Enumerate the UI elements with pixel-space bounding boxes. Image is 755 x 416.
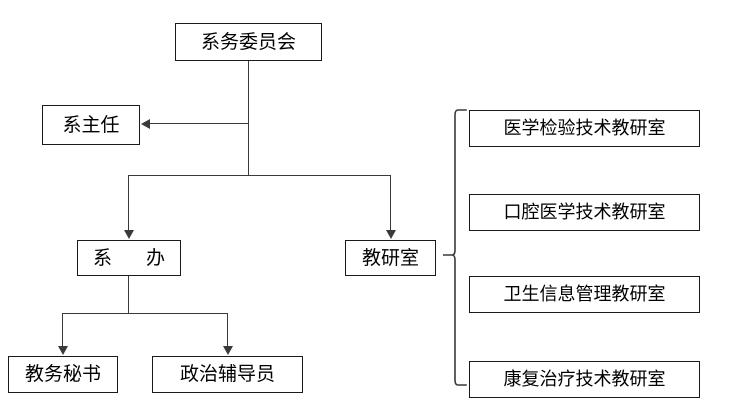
edge-council-to-director — [150, 123, 248, 125]
node-council[interactable]: 系务委员会 — [175, 23, 322, 61]
node-counselor[interactable]: 政治辅导员 — [152, 356, 303, 393]
node-department-2[interactable]: 卫生信息管理教研室 — [469, 276, 700, 313]
edge-to-secretary — [62, 313, 64, 346]
edge-to-counselor — [227, 313, 229, 346]
arrowhead-secretary — [57, 346, 68, 355]
node-department-3-label: 康复治疗技术教研室 — [503, 368, 666, 390]
node-department-1[interactable]: 口腔医学技术教研室 — [469, 194, 700, 231]
node-secretary-label: 教务秘书 — [24, 363, 101, 385]
node-counselor-label: 政治辅导员 — [179, 363, 275, 385]
node-department-3[interactable]: 康复治疗技术教研室 — [469, 361, 700, 398]
node-director[interactable]: 系主任 — [42, 105, 140, 145]
edge-split-bar-lower — [128, 175, 391, 177]
edge-to-office — [128, 175, 130, 230]
edge-to-teaching-office — [390, 175, 392, 230]
node-department-2-label: 卫生信息管理教研室 — [503, 283, 666, 305]
node-department-1-label: 口腔医学技术教研室 — [503, 201, 666, 223]
edge-council-trunk — [247, 61, 249, 175]
node-office[interactable]: 系 办 — [77, 240, 181, 276]
node-department-0[interactable]: 医学检验技术教研室 — [469, 110, 700, 147]
node-teaching-office[interactable]: 教研室 — [345, 240, 436, 276]
node-office-label: 系 办 — [92, 246, 180, 269]
edge-office-trunk — [128, 276, 130, 313]
arrowhead-director — [141, 118, 150, 129]
edge-split-bar-office — [62, 313, 228, 315]
node-department-0-label: 医学检验技术教研室 — [503, 117, 666, 139]
node-director-label: 系主任 — [62, 113, 120, 136]
node-council-label: 系务委员会 — [200, 30, 296, 53]
arrowhead-office — [123, 230, 134, 239]
arrowhead-teaching-office — [385, 230, 396, 239]
node-secretary[interactable]: 教务秘书 — [8, 356, 118, 393]
node-teaching-office-label: 教研室 — [361, 246, 419, 269]
arrowhead-counselor — [222, 346, 233, 355]
